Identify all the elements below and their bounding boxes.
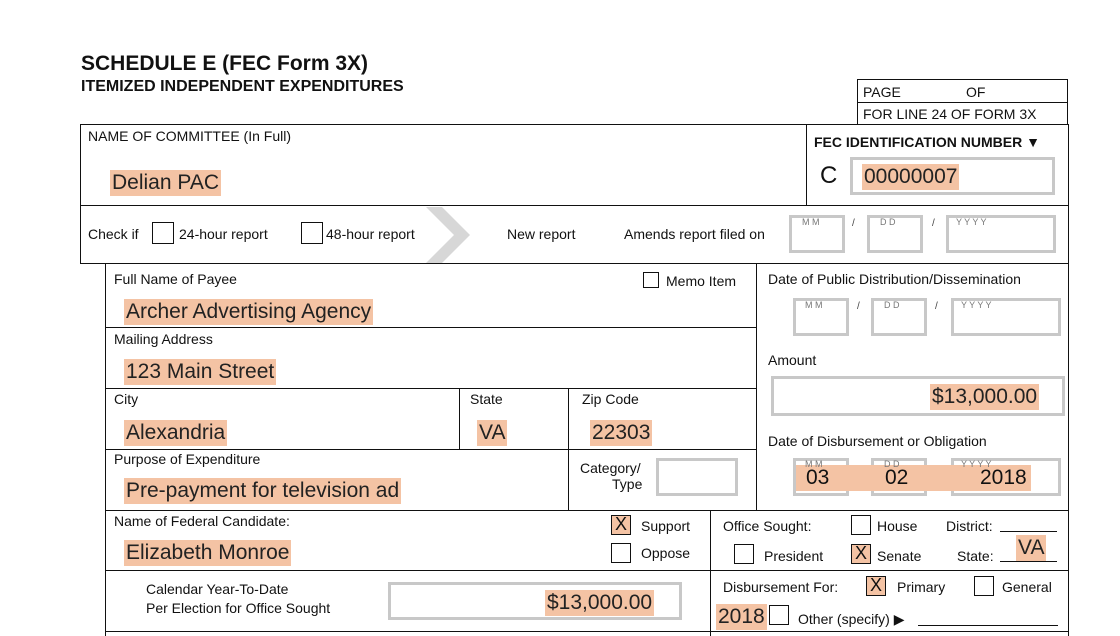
office-sought-label: Office Sought: (723, 518, 812, 534)
payee-name-label: Full Name of Payee (114, 271, 237, 287)
amends-mm-hint: M M (802, 217, 820, 227)
label-24-hour: 24-hour report (179, 226, 268, 242)
page-label: PAGE (863, 84, 901, 100)
amends-slash-2: / (932, 218, 935, 229)
election-year-field[interactable]: 2018 (716, 604, 767, 630)
senate-label: Senate (877, 548, 922, 564)
district-line[interactable] (1000, 531, 1057, 532)
other-checkbox[interactable] (769, 605, 789, 625)
dissem-slash-2: / (935, 301, 938, 312)
disb-date-highlight (796, 465, 1031, 491)
memo-item-label: Memo Item (666, 273, 737, 289)
committee-name-label: NAME OF COMMITTEE (In Full) (88, 128, 291, 144)
dissemination-label: Date of Public Distribution/Disseminatio… (768, 271, 1021, 287)
of-label: OF (966, 84, 986, 100)
amount-field[interactable]: $13,000.00 (930, 384, 1040, 410)
purpose-field[interactable]: Pre-payment for television ad (124, 478, 402, 504)
chevron-arrow-icon (426, 207, 470, 263)
amount-label: Amount (768, 352, 817, 368)
city-label: City (114, 391, 139, 407)
fec-id-field[interactable]: 00000007 (862, 164, 960, 190)
state-sought-line (1000, 561, 1057, 562)
dissem-slash-1: / (857, 301, 860, 312)
support-label: Support (641, 518, 691, 534)
president-label: President (764, 548, 824, 564)
disbursement-date-label: Date of Disbursement or Obligation (768, 433, 987, 449)
label-48-hour: 48-hour report (326, 226, 415, 242)
form-title: SCHEDULE E (FEC Form 3X) (81, 52, 369, 75)
state-sought-field[interactable]: VA (1016, 535, 1047, 561)
support-checkbox[interactable]: X (611, 515, 631, 535)
dissem-yyyy-box[interactable] (951, 298, 1061, 336)
ytd-label-1: Calendar Year-To-Date (146, 581, 289, 597)
disb-dd-hint: D D (884, 459, 900, 469)
committee-block (80, 124, 1069, 264)
primary-checkbox[interactable]: X (866, 576, 886, 596)
state-label: State (470, 391, 503, 407)
dissem-dd-hint: D D (884, 300, 900, 310)
amends-yyyy-hint: Y Y Y Y (956, 217, 987, 227)
other-line[interactable] (918, 625, 1058, 626)
checkbox-48-hour[interactable] (301, 222, 323, 244)
house-checkbox[interactable] (851, 515, 871, 535)
disb-yyyy-hint: Y Y Y Y (961, 459, 992, 469)
purpose-label: Purpose of Expenditure (114, 451, 261, 467)
address-field[interactable]: 123 Main Street (124, 359, 277, 385)
candidate-label: Name of Federal Candidate: (114, 513, 290, 529)
zip-label: Zip Code (582, 391, 639, 407)
disb-dd-field[interactable]: 02 (885, 466, 909, 489)
payee-name-field[interactable]: Archer Advertising Agency (124, 299, 374, 325)
house-label: House (877, 518, 918, 534)
check-if-label: Check if (88, 226, 139, 242)
for-line-label: FOR LINE 24 OF FORM 3X (863, 106, 1037, 122)
form-subtitle: ITEMIZED INDEPENDENT EXPENDITURES (81, 78, 404, 95)
amends-slash-1: / (852, 218, 855, 229)
dissem-dd-box[interactable] (871, 298, 927, 336)
state-field[interactable]: VA (477, 420, 508, 446)
candidate-name-field[interactable]: Elizabeth Monroe (124, 540, 292, 566)
amends-mm-box[interactable] (789, 215, 845, 253)
category-label-1: Category/ (580, 460, 641, 476)
amends-yyyy-box[interactable] (946, 215, 1056, 253)
general-label: General (1002, 579, 1052, 595)
city-field[interactable]: Alexandria (124, 420, 228, 446)
fec-id-label: FEC IDENTIFICATION NUMBER ▼ (814, 134, 1040, 150)
primary-label: Primary (897, 579, 946, 595)
dissem-mm-box[interactable] (793, 298, 849, 336)
disb-mm-hint: M M (805, 459, 823, 469)
disbursement-for-label: Disbursement For: (723, 579, 839, 595)
fec-id-prefix: C (820, 162, 838, 189)
disb-mm-field[interactable]: 03 (806, 466, 830, 489)
amends-label: Amends report filed on (624, 226, 765, 242)
senate-checkbox[interactable]: X (851, 544, 871, 564)
amends-dd-box[interactable] (867, 215, 923, 253)
dissem-yyyy-hint: Y Y Y Y (961, 300, 992, 310)
president-checkbox[interactable] (734, 544, 754, 564)
state-sought-label: State: (957, 548, 994, 564)
zip-field[interactable]: 22303 (590, 420, 653, 446)
memo-item-checkbox[interactable] (643, 272, 659, 288)
committee-name-field[interactable]: Delian PAC (110, 170, 221, 196)
category-label-2: Type (612, 476, 643, 492)
oppose-checkbox[interactable] (611, 543, 631, 563)
dissem-mm-hint: M M (805, 300, 823, 310)
district-label: District: (946, 518, 993, 534)
ytd-amount-field[interactable]: $13,000.00 (545, 590, 655, 616)
ytd-label-2: Per Election for Office Sought (146, 600, 331, 616)
category-box[interactable] (656, 458, 738, 496)
disb-yyyy-field[interactable]: 2018 (980, 466, 1027, 489)
new-report-label: New report (507, 226, 576, 242)
amends-dd-hint: D D (880, 217, 896, 227)
address-label: Mailing Address (114, 331, 213, 347)
oppose-label: Oppose (641, 545, 691, 561)
general-checkbox[interactable] (974, 576, 994, 596)
other-label: Other (specify) ▶ (798, 611, 905, 627)
checkbox-24-hour[interactable] (152, 222, 174, 244)
